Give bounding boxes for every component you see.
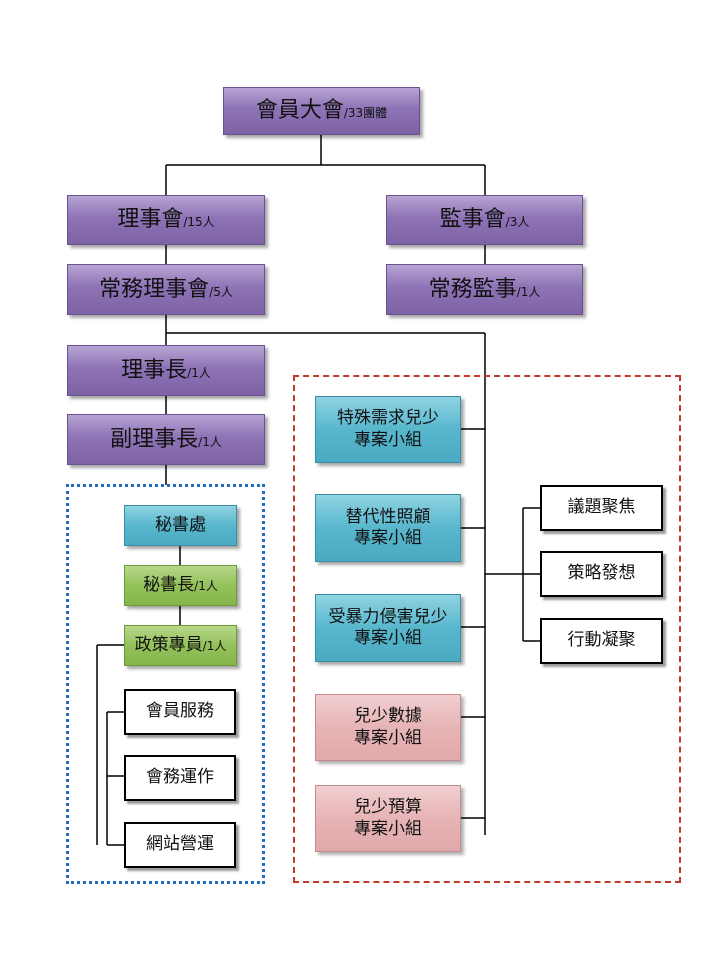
function-node: 議題聚焦 xyxy=(540,485,663,531)
standing-board-node: 常務理事會/5人 xyxy=(67,264,265,315)
vice-chair-label: 副理事長 xyxy=(110,426,199,452)
secretariat-node: 秘書處 xyxy=(124,505,237,546)
task-operations-node: 會務運作 xyxy=(124,755,236,801)
supervisors-node: 監事會/3人 xyxy=(386,195,583,245)
project-group-line2: 專案小組 xyxy=(354,727,422,748)
task-label: 會員服務 xyxy=(146,701,214,722)
project-group-node: 兒少數據 專案小組 xyxy=(315,694,461,761)
policy-officer-node: 政策專員/1人 xyxy=(124,625,237,666)
standing-supervisor-node: 常務監事/1人 xyxy=(386,264,583,315)
chair-suffix: /1人 xyxy=(187,365,211,380)
board-label: 理事會 xyxy=(117,207,184,233)
supervisors-label: 監事會 xyxy=(439,207,506,233)
project-group-line2: 專案小組 xyxy=(354,429,422,450)
project-group-line1: 替代性照顧 xyxy=(345,506,431,527)
function-node: 行動凝聚 xyxy=(540,618,663,664)
task-label: 會務運作 xyxy=(146,767,214,788)
project-group-line2: 專案小組 xyxy=(354,818,422,839)
project-group-line2: 專案小組 xyxy=(354,528,422,548)
project-group-line1: 兒少數據 xyxy=(354,706,422,727)
secretariat-frame xyxy=(66,484,265,884)
secretary-general-label: 秘書長 xyxy=(143,574,195,595)
assembly-suffix: /33團體 xyxy=(343,106,388,121)
project-group-node: 替代性照顧 專案小組 xyxy=(315,494,461,562)
project-group-node: 受暴力侵害兒少 專案小組 xyxy=(315,594,461,662)
chair-label: 理事長 xyxy=(121,357,188,383)
board-suffix: /15人 xyxy=(183,215,215,230)
function-label: 策略發想 xyxy=(567,563,636,584)
standing-board-suffix: /5人 xyxy=(209,284,233,299)
vice-chair-suffix: /1人 xyxy=(198,434,222,449)
secretary-general-suffix: /1人 xyxy=(194,578,218,593)
function-node: 策略發想 xyxy=(540,551,663,597)
standing-supervisor-label: 常務監事 xyxy=(428,276,517,302)
standing-board-label: 常務理事會 xyxy=(99,276,210,302)
task-website-node: 網站營運 xyxy=(124,822,236,868)
secretariat-label: 秘書處 xyxy=(155,514,206,535)
task-label: 網站營運 xyxy=(146,834,214,855)
policy-officer-label: 政策專員 xyxy=(134,634,203,655)
project-group-line1: 特殊需求兒少 xyxy=(337,408,439,429)
task-member-service-node: 會員服務 xyxy=(124,689,236,735)
general-assembly-node: 會員大會/33團體 xyxy=(223,87,420,135)
board-node: 理事會/15人 xyxy=(67,195,265,245)
vice-chair-node: 副理事長/1人 xyxy=(67,414,265,465)
project-groups-frame xyxy=(293,375,681,883)
function-label: 議題聚焦 xyxy=(567,497,636,518)
secretary-general-node: 秘書長/1人 xyxy=(124,565,237,606)
assembly-label: 會員大會 xyxy=(255,98,344,124)
function-label: 行動凝聚 xyxy=(567,630,636,651)
project-group-line2: 專案小組 xyxy=(354,628,422,648)
project-group-line1: 受暴力侵害兒少 xyxy=(328,606,448,627)
supervisors-suffix: /3人 xyxy=(505,215,530,230)
standing-supervisor-suffix: /1人 xyxy=(516,284,541,299)
policy-officer-suffix: /1人 xyxy=(202,638,227,653)
project-group-node: 兒少預算 專案小組 xyxy=(315,785,461,852)
project-group-node: 特殊需求兒少 專案小組 xyxy=(315,396,461,463)
chair-node: 理事長/1人 xyxy=(67,345,265,396)
project-group-line1: 兒少預算 xyxy=(354,797,422,818)
